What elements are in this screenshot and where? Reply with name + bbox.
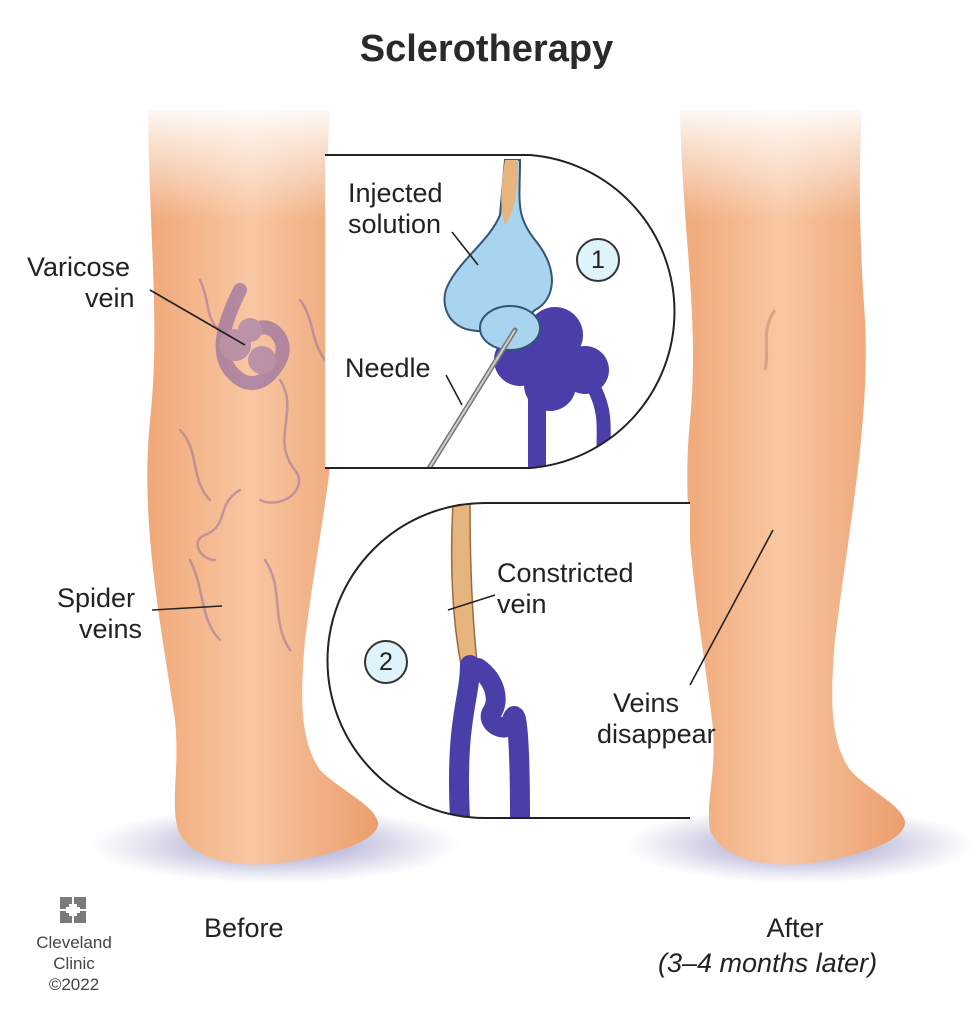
inset2-vein xyxy=(448,655,530,818)
label-varicose-line2: vein xyxy=(85,283,135,313)
spider-veins xyxy=(178,278,327,652)
leader-varicose xyxy=(149,289,246,346)
logo-name-line2: Clinic xyxy=(53,954,95,973)
leader-injected xyxy=(451,231,479,266)
label-veins-disappear: Veins disappear xyxy=(597,688,716,750)
page-title: Sclerotherapy xyxy=(359,28,614,70)
step-badge-1: 1 xyxy=(576,238,620,282)
leader-needle xyxy=(445,374,463,406)
label-spider-veins: Spider veins xyxy=(57,583,142,645)
label-varicose-line1: Varicose xyxy=(27,252,131,282)
label-injected-line2: solution xyxy=(348,209,442,239)
inset-step-1 xyxy=(325,154,676,469)
leader-constricted xyxy=(447,594,496,611)
leg-after-skin xyxy=(680,110,905,865)
label-veins-line2: disappear xyxy=(597,719,716,749)
logo-copyright: ©2022 xyxy=(48,975,100,994)
label-constricted-line1: Constricted xyxy=(497,558,634,588)
varicose-vein-cluster xyxy=(215,283,290,390)
leader-lines xyxy=(149,231,774,686)
label-varicose-vein: Varicose vein xyxy=(27,252,135,314)
leg-after xyxy=(625,100,973,883)
label-after-note: (3–4 months later) xyxy=(658,948,878,978)
label-spider-line2: veins xyxy=(79,614,143,644)
step-badge-2: 2 xyxy=(364,640,408,684)
inset-step-2 xyxy=(326,502,690,819)
logo-text: Cleveland Clinic ©2022 xyxy=(24,932,124,995)
leg-before xyxy=(90,100,460,883)
label-after: After xyxy=(766,913,824,943)
inset1-vein xyxy=(494,307,612,468)
label-constricted-line2: vein xyxy=(497,589,547,619)
label-injected-line1: Injected xyxy=(348,178,443,208)
logo-name-line1: Cleveland xyxy=(36,933,112,952)
label-spider-line1: Spider xyxy=(57,583,136,613)
leader-spider xyxy=(151,605,223,611)
label-veins-line1: Veins xyxy=(613,688,680,718)
leader-veins-disappear xyxy=(689,529,774,686)
label-before: Before xyxy=(204,913,284,943)
cleveland-clinic-logo-icon xyxy=(60,897,86,923)
label-needle: Needle xyxy=(345,353,431,383)
label-constricted-vein: Constricted vein xyxy=(497,558,634,620)
label-injected-solution: Injected solution xyxy=(348,178,443,240)
